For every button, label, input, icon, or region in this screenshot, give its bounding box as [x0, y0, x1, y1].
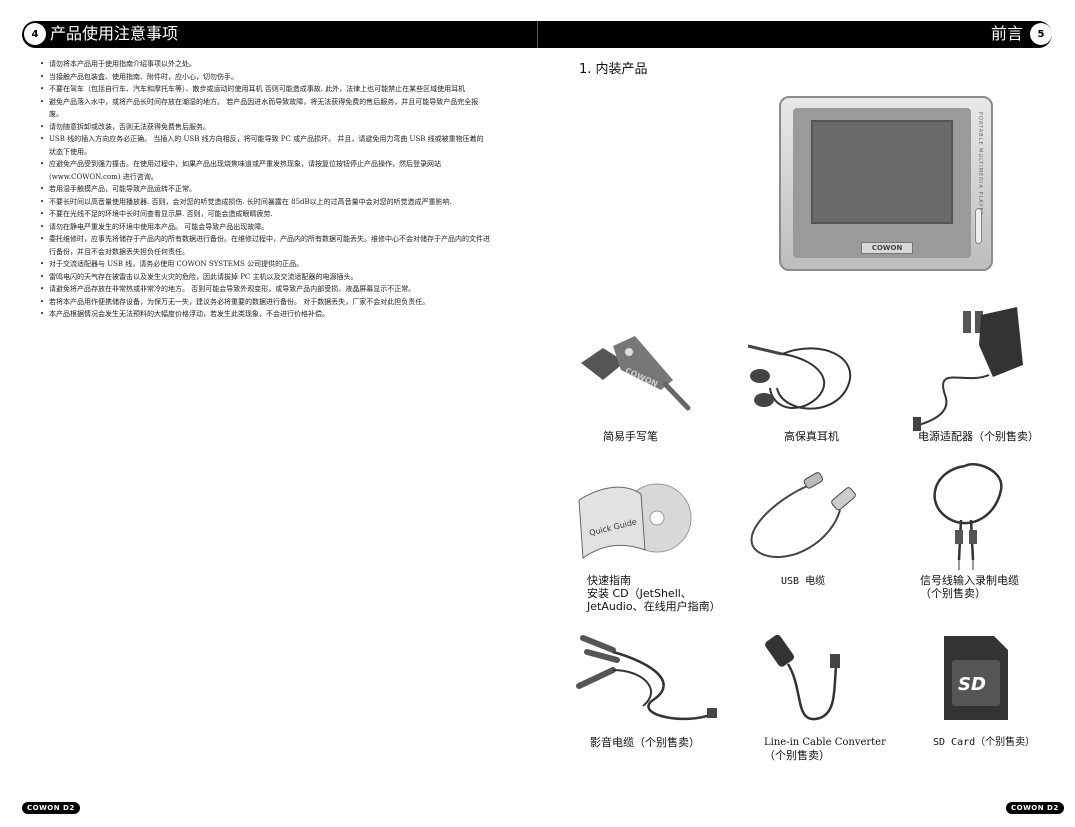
list-item: 雷鸣电闪的天气存在被雷击以及发生火灾的危险，因此请拔掉 PC 主机以及交流适配器… — [40, 271, 490, 284]
av-cable-image — [576, 635, 717, 721]
quick-guide-cd-image: Quick Guide — [578, 483, 692, 559]
list-item: 请勿将本产品用于使用指南介绍事项以外之处。 — [40, 58, 490, 71]
left-page-title: 产品使用注意事项 — [50, 24, 179, 43]
list-item: 若用湿手触摸产品，可能导致产品运转不正常。 — [40, 183, 490, 196]
sd-card-label: SD Card（个别售卖） — [933, 737, 1036, 748]
quick-guide-label-1: 快速指南 — [587, 574, 631, 587]
adapter-label: 电源适配器（个别售卖） — [918, 430, 1039, 443]
earphones-image — [747, 344, 852, 410]
player-device-image: COWON PORTABLE MULTIMEDIA PLAYER — [779, 96, 993, 271]
player-screen — [811, 120, 953, 224]
left-page-number: 4 — [24, 23, 46, 45]
usb-cable-label: USB 电缆 — [781, 576, 826, 587]
player-side-text: PORTABLE MULTIMEDIA PLAYER — [977, 112, 983, 217]
right-page-title: 前言 — [990, 24, 1023, 43]
section-title: 1. 内装产品 — [579, 62, 648, 77]
player-logo: COWON — [861, 242, 913, 254]
list-item: 不要在光线不足的环境中长时间查看显示屏. 否则，可能会造成眼睛疲劳. — [40, 208, 490, 221]
right-page-number: 5 — [1030, 23, 1052, 45]
stylus-image: COWON — [581, 336, 691, 411]
list-item: 请避免将产品存放在非常热或非常冷的地方。 否则可能会导致外观变形，或导致产品内部… — [40, 283, 490, 296]
list-item: 委托维修时，应事先将储存于产品内的所有数据进行备份。在维修过程中，产品内的所有数… — [40, 233, 490, 258]
list-item: 请勿在静电严重发生的环境中使用本产品。 可能会导致产品出现故障。 — [40, 221, 490, 234]
sd-card-image: SD — [944, 636, 1008, 720]
usb-cable-image — [750, 472, 856, 558]
line-in-converter-image — [765, 634, 840, 721]
line-in-converter-label-2: （个别售卖） — [764, 749, 830, 762]
list-item: 不要长时间以高音量使用播放器. 否则，会对您的听觉造成损伤. 长时间暴露在 85… — [40, 196, 490, 209]
list-item: 对于交流适配器与 USB 线，请务必使用 COWON SYSTEMS 公司提供的… — [40, 258, 490, 271]
line-in-converter-label-1: Line-in Cable Converter — [764, 737, 886, 748]
stylus-label: 简易手写笔 — [603, 430, 658, 443]
av-cable-label: 影音电缆（个别售卖） — [590, 736, 700, 749]
list-item: 避免产品落入水中，或将产品长时间存放在潮湿的地方。 若产品因进水而导致故障，将无… — [40, 96, 490, 121]
player-button — [975, 208, 982, 244]
quick-guide-label-3: JetAudio、在线用户指南） — [587, 600, 721, 613]
signal-cable-image — [933, 463, 1003, 570]
signal-cable-label-2: （个别售卖） — [920, 587, 986, 600]
player-side-panel: PORTABLE MULTIMEDIA PLAYER — [973, 108, 985, 258]
header-divider — [537, 21, 538, 48]
list-item: 当接触产品包装盒、使用指南、附件时，应小心，切勿伤手。 — [40, 71, 490, 84]
signal-cable-label-1: 信号线输入录制电缆 — [920, 574, 1019, 587]
earphones-label: 高保真耳机 — [784, 430, 839, 443]
list-item: 本产品根据情况会发生无法预料的大幅度价格浮动，若发生此类现象，不会进行价格补偿。 — [40, 308, 490, 321]
list-item: 若将本产品用作便携储存设备，为保万无一失，建议务必将重要的数据进行备份。 对于数… — [40, 296, 490, 309]
list-item: 不要在驾车（包括自行车、汽车和摩托车等）、散步或运动时使用耳机 否则可能造成事故… — [40, 83, 490, 96]
sd-logo: SD — [958, 674, 986, 695]
list-item: 请勿随意拆卸或改装，否则无法获得免费售后服务。 — [40, 121, 490, 134]
quick-guide-label-2: 安装 CD（JetShell、 — [587, 587, 692, 600]
list-item: 应避免产品受到强力撞击。在使用过程中，如果产品出现烧焦味道或严重发热现象，请按复… — [40, 158, 490, 183]
footer-badge-right: COWON D2 — [1006, 802, 1064, 814]
footer-badge-left: COWON D2 — [22, 802, 80, 814]
list-item: USB 线的插入方向应务必正确。 当插入的 USB 线方向相反，将可能导致 PC… — [40, 133, 490, 158]
power-adapter-image — [913, 307, 1023, 431]
precautions-list: 请勿将本产品用于使用指南介绍事项以外之处。 当接触产品包装盒、使用指南、附件时，… — [40, 58, 490, 321]
player-front: COWON — [793, 108, 971, 258]
